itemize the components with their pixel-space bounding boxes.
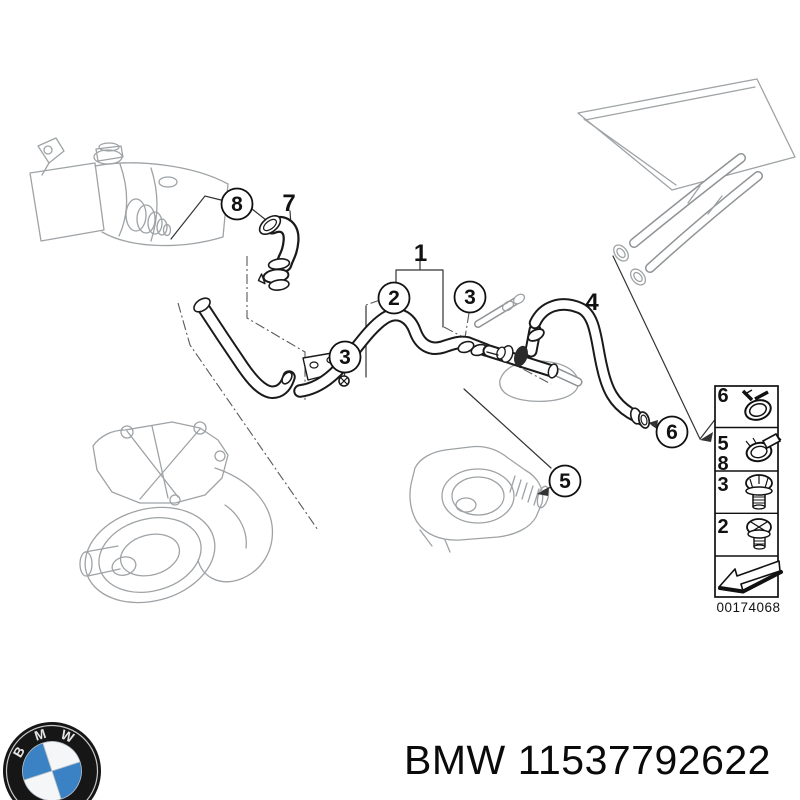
callout-6-arrowhead (648, 420, 658, 428)
svg-text:W: W (59, 727, 77, 746)
svg-text:6: 6 (666, 421, 678, 444)
part-number: 11537792622 (518, 737, 771, 783)
svg-text:7: 7 (282, 190, 295, 217)
callout-3-lower: 3 (328, 340, 362, 374)
svg-text:5: 5 (559, 470, 571, 493)
boundary-lines (177, 256, 552, 531)
legend-label-5: 5 (717, 433, 728, 455)
callout-2: 2 (377, 281, 411, 315)
callout-7: 7 (282, 190, 295, 217)
callout-5-leader (463, 388, 552, 469)
sealing-plug-icon (746, 518, 772, 550)
boundary-line (246, 256, 306, 402)
vent-hose-part-7 (257, 214, 300, 291)
svg-text:2: 2 (388, 287, 400, 310)
thermostat-housing-reference (409, 445, 550, 553)
callouts: 1 2 3 3 4 5 6 7 8 (220, 187, 689, 498)
inlet-pipe-reference (474, 293, 526, 328)
hex-flange-bolt-icon (745, 474, 773, 510)
legend-pointer-arrowhead (700, 432, 713, 442)
svg-text:3: 3 (464, 286, 476, 309)
callout-8-source-leader (170, 195, 222, 240)
hose-part-4 (527, 298, 651, 429)
callout-4: 4 (585, 289, 599, 316)
callout-5: 5 (548, 464, 582, 498)
callout-8: 8 (220, 187, 254, 221)
callout-1-bracket (395, 260, 444, 328)
legend-label-2: 2 (717, 516, 728, 538)
svg-text:4: 4 (585, 289, 599, 316)
hose-middle-section-part-2 (293, 307, 493, 398)
bracket-bolt-part-3 (338, 375, 350, 387)
part-number-text: BMW 11537792622 (404, 737, 771, 783)
svg-text:8: 8 (231, 193, 243, 216)
parts-legend: 6 5 8 3 2 (714, 385, 783, 615)
worm-drive-clamp-icon (745, 432, 782, 463)
callout-6: 6 (655, 415, 689, 449)
brand-text: BMW (404, 737, 506, 783)
radiator-reference (577, 78, 796, 286)
legend-label-6: 6 (717, 385, 728, 407)
legend-label-3: 3 (717, 474, 728, 496)
direction-arrow-icon (718, 560, 783, 594)
spring-band-clamp-icon (741, 389, 772, 421)
legend-label-8: 8 (717, 453, 728, 475)
callout-5-arrowhead (537, 487, 549, 496)
callout-3-upper: 3 (453, 280, 487, 314)
water-pump-reference (79, 421, 274, 604)
svg-text:1: 1 (414, 240, 427, 267)
hose-left-section (193, 297, 296, 399)
callout-2-leader (365, 299, 381, 306)
bmw-logo: B M W (3, 722, 101, 800)
boundary-line (177, 302, 319, 531)
footer: B M W BMW 11537792622 (3, 722, 771, 800)
svg-text:3: 3 (339, 346, 351, 369)
reference-parts (29, 78, 796, 604)
svg-text:M: M (33, 726, 48, 744)
coolant-hose-parts (193, 214, 651, 429)
legend-dividers (715, 426, 778, 557)
heat-exchanger-reference (29, 137, 229, 247)
t-connector-with-sensor (482, 323, 559, 379)
image-code: 00174068 (716, 600, 780, 615)
callout-1: 1 (414, 240, 427, 267)
sensor-ring (514, 345, 528, 367)
